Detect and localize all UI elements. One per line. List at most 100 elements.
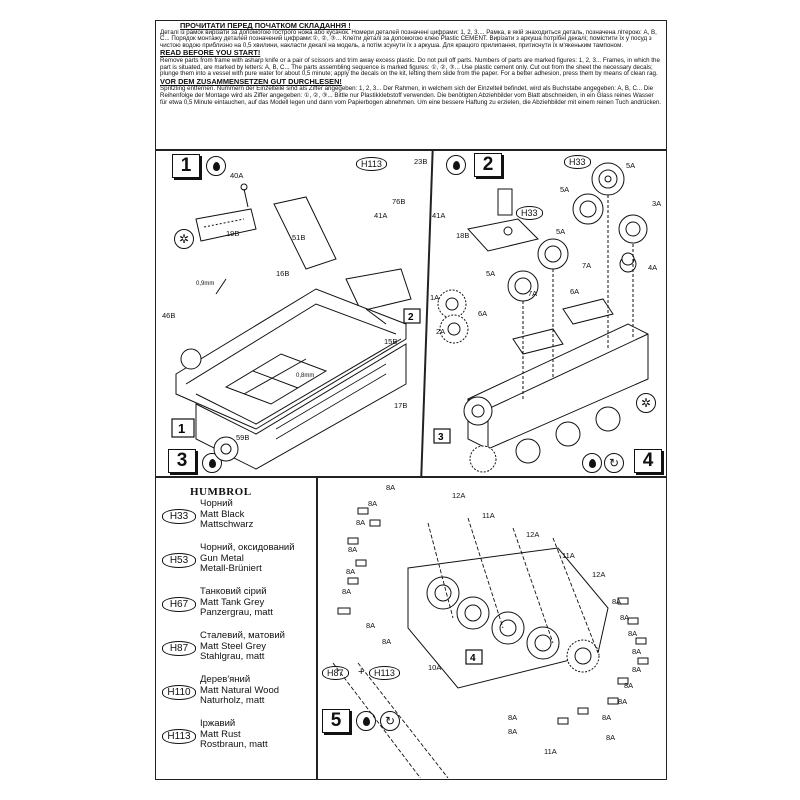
part-label: 8A	[508, 727, 518, 736]
step-3-hull-drawing: 1 2	[171, 183, 421, 470]
part-label: 11A	[544, 747, 557, 756]
part-label: 12A	[526, 530, 540, 539]
part-label: 8A	[632, 647, 642, 656]
title-en: READ BEFORE YOU START!	[160, 48, 261, 58]
part-label: 40A	[230, 171, 244, 180]
part-label: 8A	[382, 637, 392, 646]
paint-code: H110	[162, 685, 196, 700]
part-label: 6A	[570, 287, 580, 296]
paint-code: H53	[162, 553, 196, 568]
cement-drop-icon	[356, 711, 376, 731]
step-4-suspension-drawing: 3	[433, 162, 649, 473]
part-label: 8A	[356, 518, 366, 527]
part-label: 8A	[628, 629, 638, 638]
part-label: 1A	[430, 293, 440, 302]
part-label: 2A	[436, 327, 446, 336]
part-label: 41A	[374, 211, 388, 220]
part-label: 19B	[226, 229, 240, 238]
part-label: 7A	[582, 261, 592, 270]
part-label: 12A	[452, 491, 466, 500]
part-label: 17B	[394, 401, 408, 410]
text-en: Remove parts from frame with asharp knif…	[160, 56, 660, 78]
glue-brush-icon: ↻	[604, 453, 624, 473]
part-label: 5A	[556, 227, 566, 236]
svg-text:4: 4	[470, 653, 476, 664]
part-label: 8A	[386, 483, 396, 492]
part-label: 8A	[366, 621, 376, 630]
paint-badge-h33: H33	[516, 206, 543, 220]
part-label: 8A	[348, 545, 358, 554]
paint-code: H67	[162, 597, 196, 612]
svg-text:1: 1	[178, 421, 185, 436]
svg-text:2: 2	[408, 312, 414, 323]
part-label: 7A	[528, 289, 538, 298]
step-5-number: 5	[322, 709, 350, 733]
part-label: 8A	[624, 681, 634, 690]
step-5-tracks-drawing: 4	[332, 507, 649, 778]
part-label: 5A	[626, 161, 636, 170]
part-label: 8A	[508, 713, 518, 722]
part-label: 18B	[456, 231, 470, 240]
part-label: 16B	[276, 269, 290, 278]
title-ua: ПРОЧИТАТИ ПЕРЕД ПОЧАТКОМ СКЛАДАННЯ !	[180, 21, 351, 30]
cement-drop-icon	[446, 155, 466, 175]
part-label: 51B	[292, 233, 306, 242]
part-label: 8A	[602, 713, 612, 722]
cement-drop-icon	[206, 156, 226, 176]
part-label: 8A	[342, 587, 352, 596]
instructions-header: ПРОЧИТАТИ ПЕРЕД ПОЧАТКОМ СКЛАДАННЯ ! Дет…	[160, 21, 662, 106]
part-label: 8A	[368, 499, 378, 508]
part-label: 5A	[486, 269, 496, 278]
part-label: 76B	[392, 197, 406, 206]
paint-code: H87	[162, 641, 196, 656]
sprue-icon: ✲	[636, 393, 656, 413]
part-label: 59B	[236, 433, 250, 442]
part-label: 15B	[384, 337, 398, 346]
part-label: 23B	[414, 157, 428, 166]
part-label: 4A	[648, 263, 658, 272]
step-1-number: 1	[172, 154, 200, 178]
part-label: 8A	[612, 597, 622, 606]
step-3-number: 3	[168, 449, 196, 473]
step-4-number: 4	[634, 449, 662, 473]
dimension-label: 0,9mm	[196, 281, 215, 287]
part-label: 8A	[606, 733, 616, 742]
bottom-divider	[316, 476, 318, 779]
sprue-icon: ✲	[174, 229, 194, 249]
part-label: 10A	[428, 663, 442, 672]
header-divider	[156, 149, 666, 151]
step-2-frame-box	[403, 308, 421, 324]
part-label: 12A	[592, 570, 606, 579]
dimension-label: 0,8mm	[296, 373, 315, 379]
glue-brush-icon: ↻	[380, 711, 400, 731]
middle-divider	[156, 476, 666, 478]
part-label: 46B	[162, 311, 176, 320]
part-label: 5A	[560, 185, 570, 194]
step-3-frame-box	[433, 428, 451, 444]
instruction-sheet: ПРОЧИТАТИ ПЕРЕД ПОЧАТКОМ СКЛАДАННЯ ! Дет…	[155, 20, 667, 780]
part-label: 11A	[562, 551, 575, 560]
part-label: 11A	[482, 511, 495, 520]
part-label: 3A	[652, 199, 662, 208]
humbrol-brand: HUMBROL	[190, 486, 252, 498]
cement-drop-icon	[582, 453, 602, 473]
step-4-frame-box	[465, 649, 483, 665]
part-label: 6A	[478, 309, 488, 318]
part-label: 8A	[618, 697, 628, 706]
paint-badge-h113: H113	[369, 666, 400, 680]
title-de: VOR DEM ZUSAMMENSETZEN GUT DURCHLESEN!	[160, 76, 342, 86]
text-ua: Деталі із рамок вирізати за допомогою го…	[160, 28, 657, 49]
step-1-frame-box	[171, 418, 195, 438]
paint-badge-h33: H33	[564, 155, 591, 169]
